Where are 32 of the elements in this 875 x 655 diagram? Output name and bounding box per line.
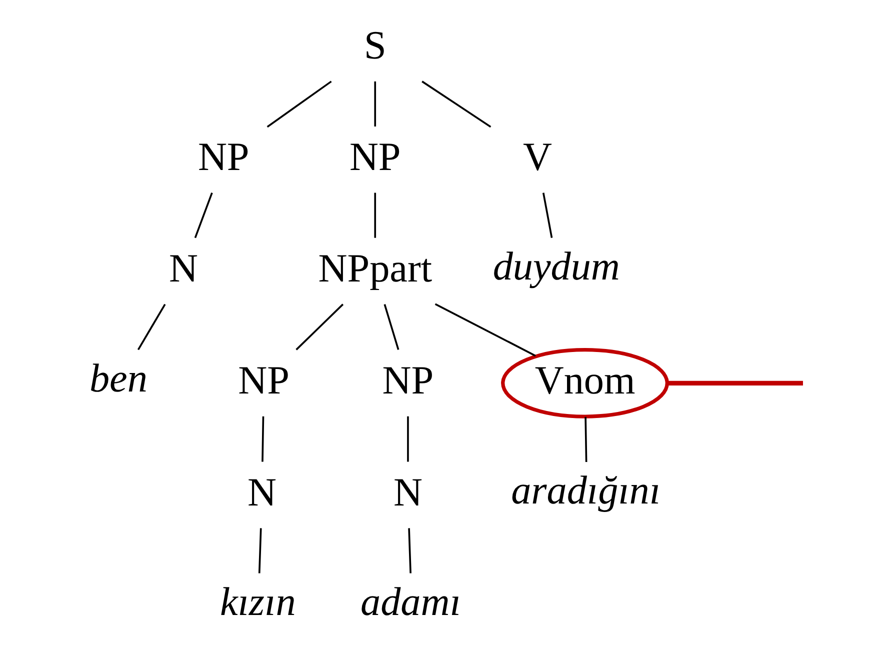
node-text: ben	[89, 356, 148, 401]
connector	[262, 416, 264, 462]
connector	[668, 380, 803, 386]
connector	[408, 528, 412, 574]
connector	[258, 528, 262, 574]
connector	[584, 416, 588, 462]
node-text: N	[247, 469, 276, 514]
node-text: NPpart	[318, 245, 432, 290]
node-text: NP	[349, 134, 401, 180]
connector	[434, 303, 536, 357]
node-text: N	[168, 245, 198, 290]
connector	[296, 304, 344, 350]
node-text: aradığını	[511, 468, 661, 513]
node-text: V	[523, 134, 552, 180]
node-text: S	[364, 22, 386, 68]
node-text: NP	[238, 357, 290, 402]
connector	[137, 304, 166, 350]
node-text: adamı	[360, 578, 461, 624]
node-text: NP	[382, 357, 434, 402]
node-text: NP	[198, 134, 250, 180]
connector	[374, 192, 376, 238]
connector	[266, 80, 332, 128]
node-text: duydum	[492, 244, 620, 289]
connector	[194, 192, 213, 238]
connector	[384, 304, 400, 350]
connector	[422, 80, 492, 128]
node-text: kızın	[220, 578, 296, 624]
node-ellipse: Vnom	[501, 348, 669, 418]
connector	[407, 416, 409, 462]
connector	[542, 192, 553, 238]
connector	[374, 81, 376, 127]
node-text: N	[393, 469, 422, 514]
